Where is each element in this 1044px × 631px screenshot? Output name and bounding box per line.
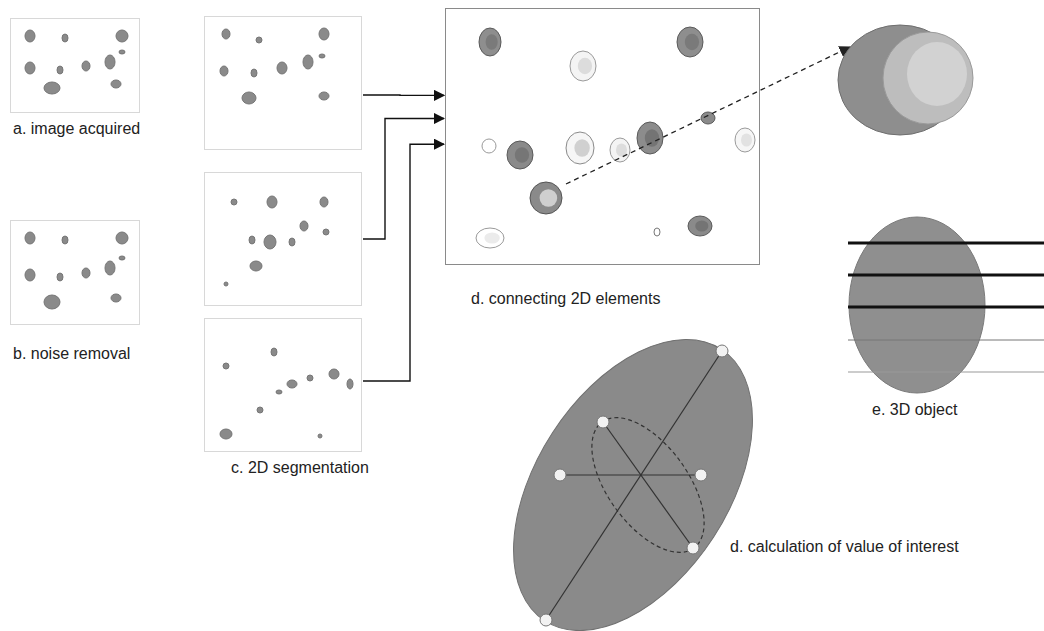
caption: b. noise removal [13, 345, 130, 363]
ring-blob [654, 228, 660, 236]
sliced-object [848, 217, 1044, 393]
blob [318, 434, 322, 438]
blob [277, 62, 287, 74]
caption: d. connecting 2D elements [471, 290, 660, 308]
blob [116, 232, 128, 244]
blob [25, 62, 35, 74]
ring-blob [637, 122, 663, 154]
ring-core [685, 34, 699, 51]
ring-core [486, 34, 498, 49]
ring-blob [566, 132, 594, 164]
dashed-arrow [566, 47, 850, 184]
blob [231, 199, 237, 205]
blob [57, 273, 63, 281]
connecting-panel: d. connecting 2D elements [445, 8, 760, 265]
blob [267, 196, 277, 208]
blob [271, 348, 277, 356]
ring-core [616, 143, 627, 156]
ring-core [515, 147, 529, 162]
blob [220, 429, 232, 439]
segmentation-panel [204, 16, 362, 150]
blob [44, 82, 60, 94]
image-panel: a. image acquired [10, 18, 140, 113]
ring-blob [476, 228, 504, 248]
ring-core [578, 58, 592, 75]
blob [256, 37, 262, 43]
blob [105, 261, 115, 275]
blob [300, 221, 308, 231]
ring-blob [735, 128, 755, 152]
blob [25, 30, 35, 42]
ring-blob [570, 51, 596, 81]
blob [303, 55, 313, 69]
blob [82, 268, 90, 278]
blob [44, 295, 60, 309]
ring-blob [610, 138, 630, 162]
ring-core [695, 221, 708, 232]
ring-core [484, 233, 499, 244]
measurement-node: d. calculation of value of interest [540, 340, 725, 625]
blob [119, 256, 125, 260]
caption: c. 2D segmentation [231, 459, 369, 477]
ring-blob [688, 216, 712, 236]
ring-core [741, 133, 752, 146]
blob [251, 69, 257, 77]
blob [289, 238, 295, 246]
blob [25, 232, 35, 244]
object-3d-sketch [838, 25, 973, 135]
blob [224, 282, 228, 286]
blob [323, 229, 329, 235]
blob [319, 54, 325, 58]
blob [329, 369, 339, 379]
blob [25, 269, 35, 281]
ring-blob [530, 182, 562, 214]
blob [111, 80, 121, 88]
ring-blob [677, 27, 703, 57]
blob [119, 50, 125, 54]
image-panel: b. noise removal [10, 220, 140, 325]
blob [319, 28, 329, 40]
blob [264, 235, 276, 249]
blob [319, 92, 329, 100]
blob [223, 363, 229, 369]
ring-core [540, 189, 558, 207]
measurement-ellipse [464, 297, 801, 631]
segmentation-panel [204, 172, 362, 306]
object-node: e. 3D object [848, 215, 986, 395]
ring-blob [507, 141, 533, 169]
blob [82, 61, 90, 71]
blob [320, 197, 328, 207]
ring-blob [479, 28, 501, 56]
ring-core [645, 129, 659, 147]
blob [62, 236, 68, 244]
blob [116, 30, 128, 42]
blob [276, 390, 282, 394]
blob [307, 375, 313, 381]
blob [249, 236, 255, 244]
ring-core [574, 139, 589, 157]
blob [105, 55, 115, 69]
blob [257, 407, 263, 413]
connector-arrow [363, 94, 444, 96]
blob [287, 380, 297, 388]
caption: e. 3D object [872, 401, 957, 419]
caption: d. calculation of value of interest [730, 538, 959, 556]
blob [111, 294, 121, 302]
ring-blob [482, 139, 496, 153]
segmentation-panel: c. 2D segmentation [204, 318, 362, 452]
connector-arrow [363, 119, 444, 239]
blob [347, 379, 353, 389]
blob [57, 66, 63, 74]
caption: a. image acquired [13, 120, 140, 138]
blob [250, 261, 262, 271]
blob [222, 29, 230, 39]
blob [242, 92, 256, 104]
blob [220, 66, 228, 76]
blob [62, 34, 68, 42]
connector-arrow [363, 144, 444, 381]
